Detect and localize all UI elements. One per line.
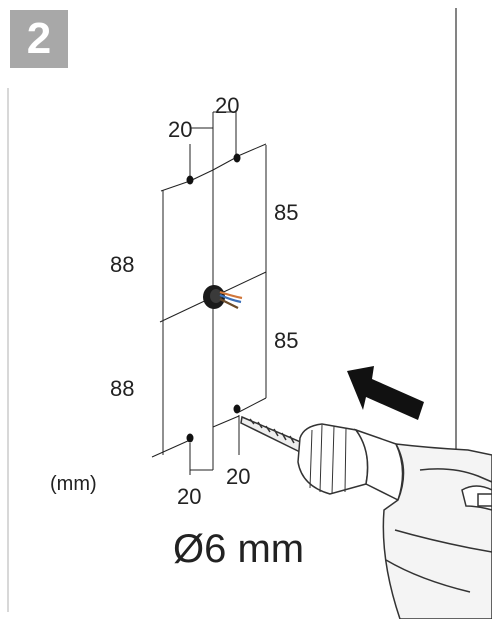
dim-lower-right: 85 [274,328,298,353]
dim-top-left: 20 [168,117,192,142]
dim-upper-right: 85 [274,200,298,225]
dim-upper-left: 88 [110,252,134,277]
unit-label: (mm) [50,473,97,495]
push-direction-arrow-icon [347,366,424,420]
drill-bit-size-label: Ø6 mm [173,527,304,571]
dim-bottom-left: 20 [177,484,201,509]
hole-bottom-right [233,404,241,414]
hole-top-right [233,153,241,163]
dim-lower-left: 88 [110,376,134,401]
cable-entry-icon [203,285,243,309]
drill-holes [186,153,241,443]
hole-top-left [186,175,194,185]
dim-bottom-right: 20 [226,464,250,489]
step-number-badge: 2 [10,10,68,68]
dim-top-right: 20 [215,93,239,118]
hole-bottom-left [186,433,194,443]
power-drill-icon [240,415,492,619]
